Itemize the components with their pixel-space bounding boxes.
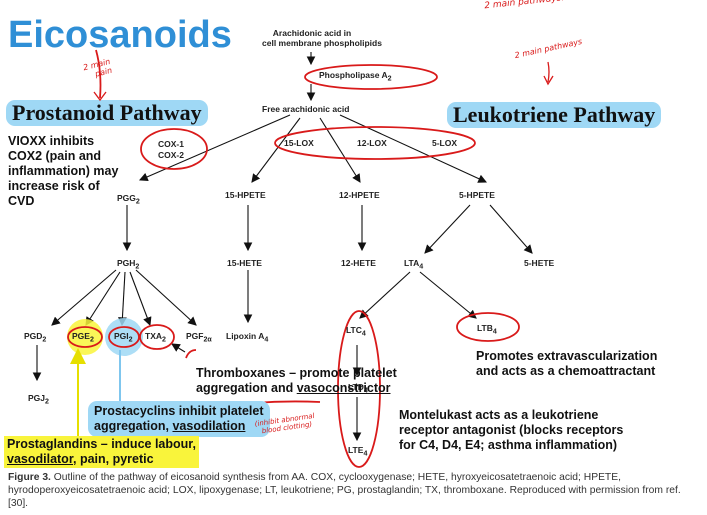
note-montelukast: Montelukast acts as a leukotriene recept… xyxy=(399,408,624,452)
node-pge2: PGE2 xyxy=(72,331,94,344)
note-vioxx: VIOXX inhibits COX2 (pain and inflammati… xyxy=(8,134,119,208)
note-ltb4-function: Promotes extravascularization and acts a… xyxy=(476,349,658,378)
node-ltb4: LTB4 xyxy=(477,323,497,336)
node-phospholipase-a2: Phospholipase A2 xyxy=(319,70,392,83)
figure-caption: Figure 3. Outline of the pathway of eico… xyxy=(8,472,681,509)
node-cox2: COX-2 xyxy=(158,150,184,160)
node-lta4: LTA4 xyxy=(404,258,424,271)
node-12-hpete: 12-HPETE xyxy=(339,190,380,200)
node-15-lox: 15-LOX xyxy=(284,138,314,148)
node-txa2: TXA2 xyxy=(145,331,166,344)
node-15-hpete: 15-HPETE xyxy=(225,190,266,200)
node-5-lox: 5-LOX xyxy=(432,138,458,148)
node-ltc4: LTC4 xyxy=(346,325,366,338)
node-15-hete: 15-HETE xyxy=(227,258,262,268)
node-pgj2: PGJ2 xyxy=(28,393,49,406)
node-pgd2: PGD2 xyxy=(24,331,47,344)
node-lipoxin-a4: Lipoxin A4 xyxy=(226,331,269,344)
node-12-hete: 12-HETE xyxy=(341,258,376,268)
note-prostaglandins: Prostaglandins – induce labour, vasodila… xyxy=(4,436,199,468)
node-lte4: LTE4 xyxy=(348,445,368,458)
node-5-hete: 5-HETE xyxy=(524,258,555,268)
node-ltd4: LTD4 xyxy=(348,382,368,395)
node-pgh2: PGH2 xyxy=(117,258,140,271)
note-prostacyclins: Prostacyclins inhibit platelet aggregati… xyxy=(88,401,270,437)
prostanoid-pathway-heading: Prostanoid Pathway xyxy=(6,100,208,126)
node-pgg2: PGG2 xyxy=(117,193,140,206)
node-free-arachidonic-acid: Free arachidonic acid xyxy=(262,104,350,114)
node-5-hpete: 5-HPETE xyxy=(459,190,495,200)
note-thromboxanes: Thromboxanes – promote platelet aggregat… xyxy=(196,366,397,395)
leukotriene-pathway-heading: Leukotriene Pathway xyxy=(447,102,662,128)
node-pgf2a: PGF2α xyxy=(186,331,212,344)
page-title: Eicosanoids xyxy=(8,14,232,56)
node-12-lox: 12-LOX xyxy=(357,138,387,148)
node-cox1: COX-1 xyxy=(158,139,184,149)
node-pgi2: PGI2 xyxy=(114,331,133,344)
